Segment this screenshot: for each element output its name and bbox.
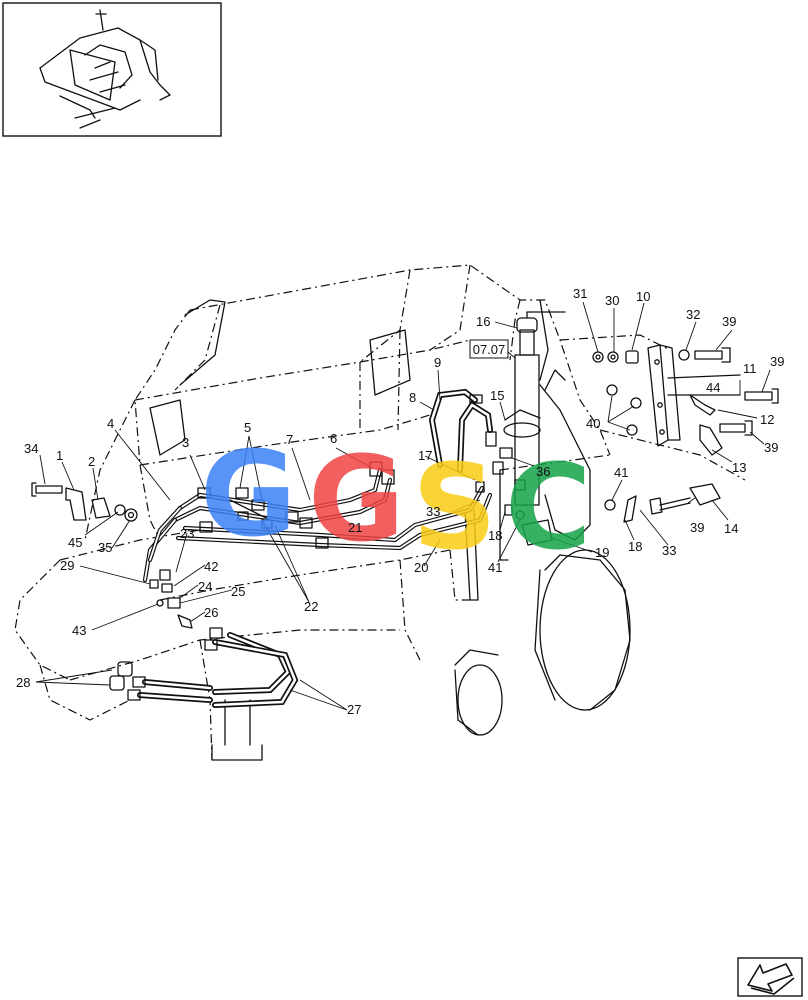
callout-18-left[interactable]: 18: [488, 528, 502, 543]
callout-21[interactable]: 21: [348, 520, 362, 535]
callout-15[interactable]: 15: [490, 388, 504, 403]
callout-3[interactable]: 3: [182, 435, 189, 450]
callout-11[interactable]: 11: [743, 361, 757, 376]
callout-39-top[interactable]: 39: [722, 314, 736, 329]
watermark-letter-1: G: [200, 425, 297, 563]
callout-41-low[interactable]: 41: [488, 560, 502, 575]
callout-33-right[interactable]: 33: [662, 543, 676, 558]
leader-lines: [35, 301, 771, 711]
lower-frame-detail[interactable]: [475, 479, 553, 546]
callout-43[interactable]: 43: [72, 623, 86, 638]
watermark: G G S C: [200, 425, 592, 576]
callout-40[interactable]: 40: [586, 416, 600, 431]
left-fittings[interactable]: [149, 569, 193, 629]
hydraulic-cylinder[interactable]: [503, 311, 591, 541]
callout-8[interactable]: 8: [409, 390, 416, 405]
baler-panels: [149, 299, 549, 761]
callout-22[interactable]: 22: [304, 599, 318, 614]
callout-9[interactable]: 9: [434, 355, 441, 370]
callout-24[interactable]: 24: [198, 579, 212, 594]
callout-27[interactable]: 27: [347, 702, 361, 717]
callout-45[interactable]: 45: [68, 535, 82, 550]
callout-34[interactable]: 34: [24, 441, 38, 456]
callout-20[interactable]: 20: [414, 560, 428, 575]
wheel-small: [454, 649, 503, 736]
frame-leg: [464, 469, 509, 601]
reference-box[interactable]: 07.07: [469, 339, 516, 359]
callout-32[interactable]: 32: [686, 307, 700, 322]
callout-26[interactable]: 26: [204, 605, 218, 620]
callout-19[interactable]: 19: [595, 545, 609, 560]
callout-33-left[interactable]: 33: [426, 504, 440, 519]
left-bracket-parts[interactable]: [31, 482, 138, 522]
callout-41-top[interactable]: 41: [614, 465, 628, 480]
callout-39-right[interactable]: 39: [770, 354, 784, 369]
callout-18-right[interactable]: 18: [628, 539, 642, 554]
callout-16[interactable]: 16: [476, 314, 490, 329]
back-arrow-button[interactable]: [737, 957, 803, 997]
callout-42[interactable]: 42: [204, 559, 218, 574]
callout-29[interactable]: 29: [60, 558, 74, 573]
pipe-bundle[interactable]: [142, 461, 493, 583]
callout-31[interactable]: 31: [573, 286, 587, 301]
callout-25[interactable]: 25: [231, 584, 245, 599]
callout-12[interactable]: 12: [760, 412, 774, 427]
mounting-bracket[interactable]: [647, 344, 741, 447]
callout-23[interactable]: 23: [180, 526, 194, 541]
callout-1[interactable]: 1: [56, 448, 63, 463]
callout-36[interactable]: 36: [536, 464, 550, 479]
callout-14[interactable]: 14: [724, 521, 738, 536]
watermark-letter-3: S: [412, 438, 497, 576]
callout-39-low[interactable]: 39: [690, 520, 704, 535]
callout-4[interactable]: 4: [107, 416, 114, 431]
inset-thumbnail[interactable]: [2, 2, 222, 137]
back-arrow-icon: [747, 963, 793, 992]
callout-44[interactable]: 44: [706, 380, 720, 395]
callout-28[interactable]: 28: [16, 675, 30, 690]
callout-7[interactable]: 7: [286, 432, 293, 447]
callout-2[interactable]: 2: [88, 454, 95, 469]
callout-13[interactable]: 13: [732, 460, 746, 475]
callout-6[interactable]: 6: [330, 431, 337, 446]
callout-17[interactable]: 17: [418, 448, 432, 463]
watermark-letter-4: C: [505, 438, 592, 576]
callout-5[interactable]: 5: [244, 420, 251, 435]
reference-box-label: 07.07: [473, 342, 506, 357]
bottom-hoses[interactable]: [109, 627, 299, 708]
callout-35[interactable]: 35: [98, 540, 112, 555]
callout-30[interactable]: 30: [605, 293, 619, 308]
callout-39-mid[interactable]: 39: [764, 440, 778, 455]
watermark-letter-2: G: [308, 430, 405, 568]
callout-labels: 34 1 2 4 3 5 7 6 9 8 15 16 31 30 10 32 3…: [16, 286, 784, 717]
callout-10[interactable]: 10: [636, 289, 650, 304]
